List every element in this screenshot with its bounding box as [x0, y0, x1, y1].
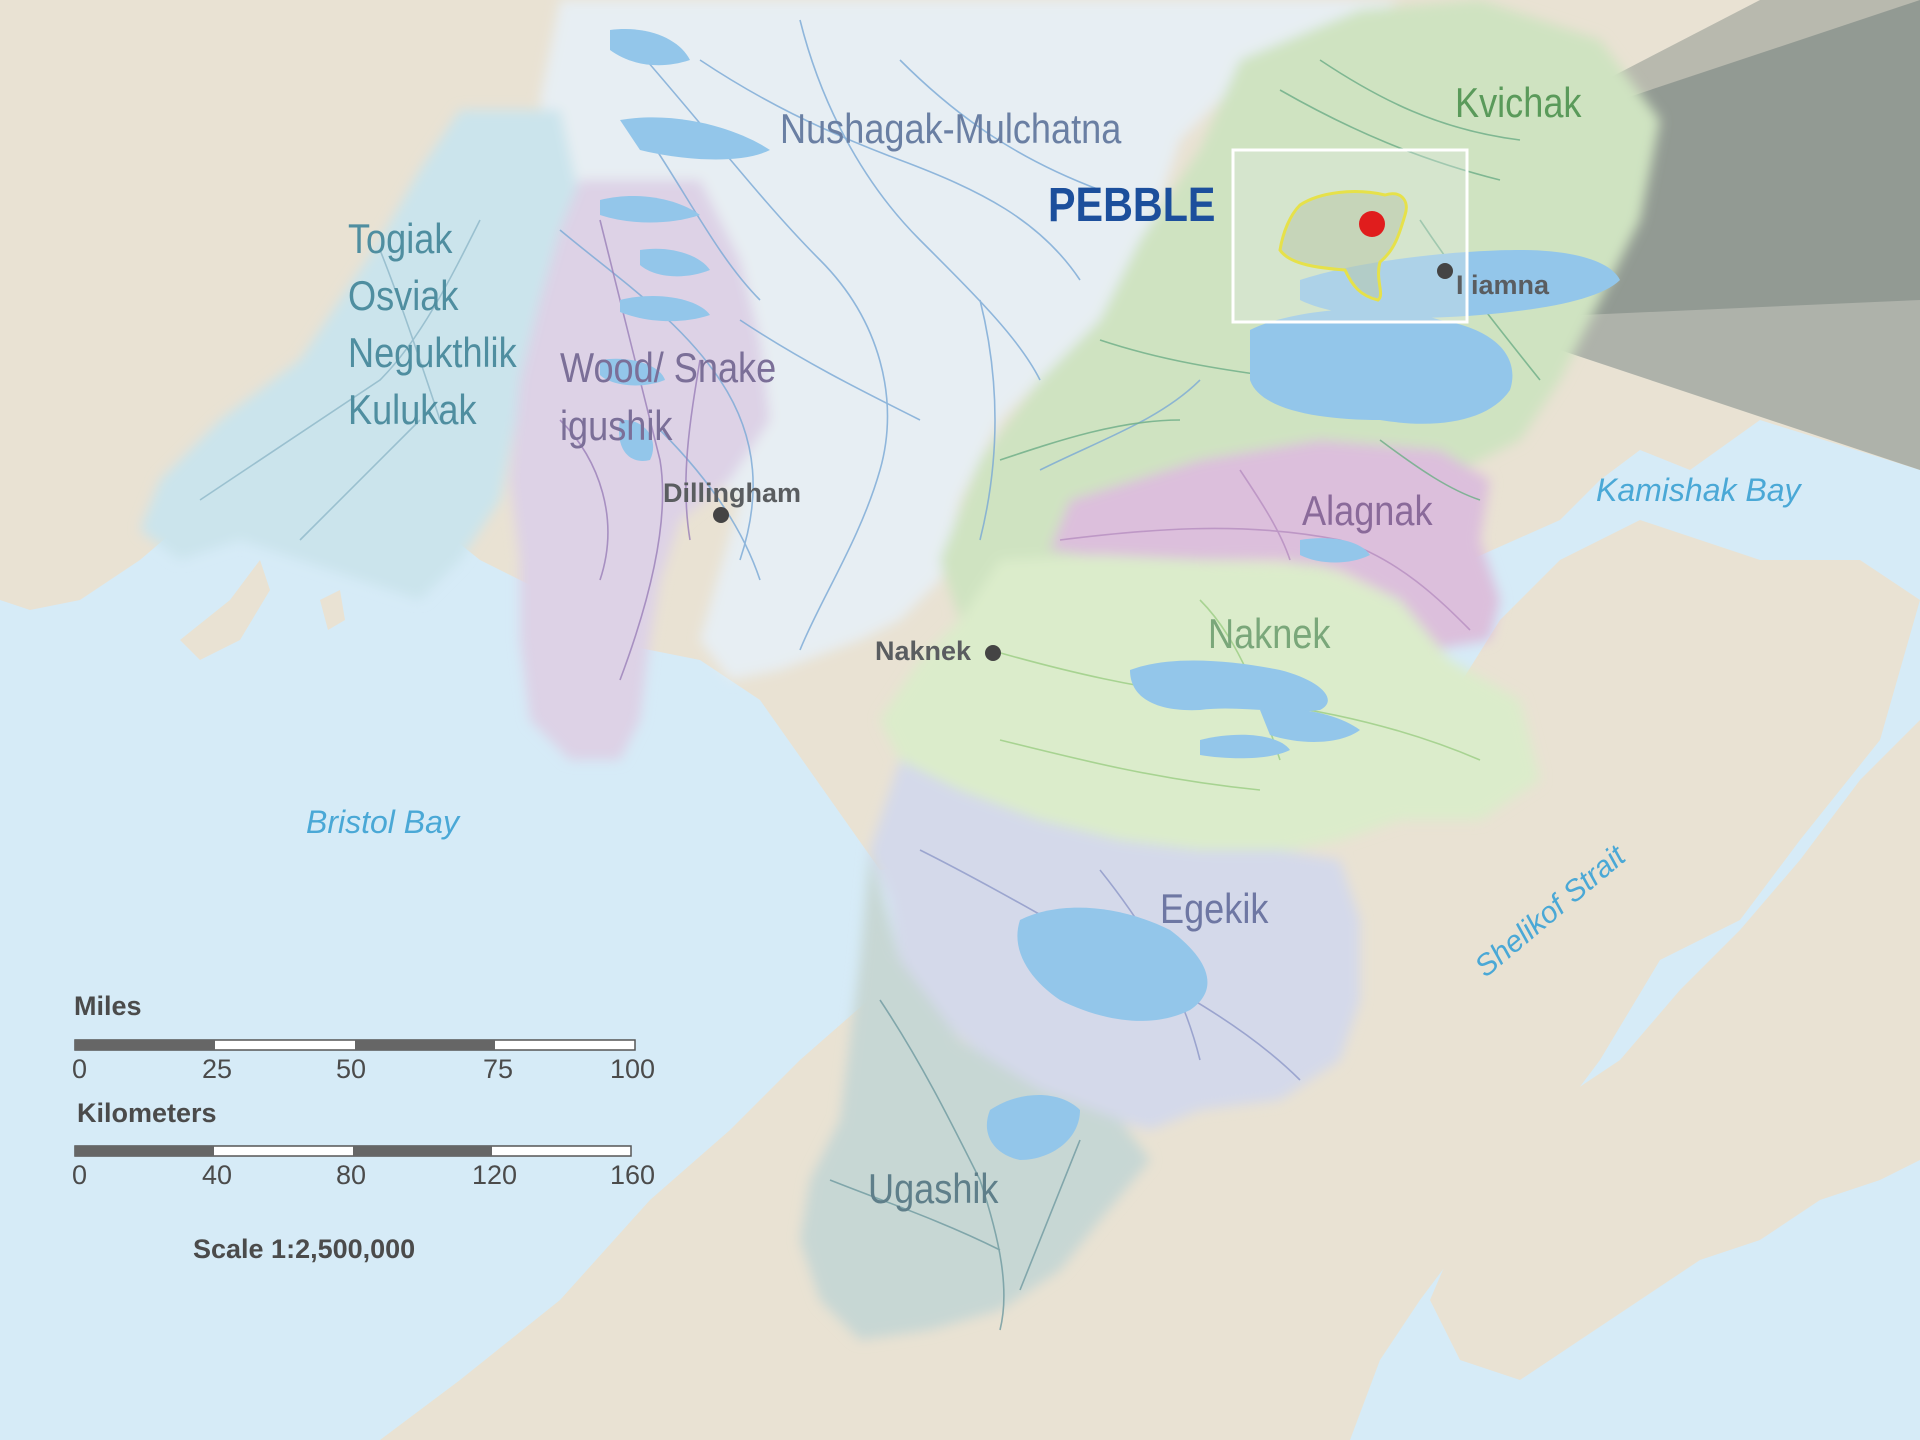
naknek-town-label: Naknek: [875, 636, 972, 666]
pebble-deposit-marker: [1359, 211, 1385, 237]
lake-iliamna: [1250, 309, 1513, 424]
lake-alagnak: [1300, 538, 1370, 563]
scale-ratio-label: Scale 1:2,500,000: [193, 1234, 416, 1264]
miles-tick-75: 75: [483, 1054, 514, 1084]
lake-tikchik: [610, 29, 690, 66]
miles-tick-50: 50: [336, 1054, 367, 1084]
kilometers-scale-bar: [74, 1145, 632, 1157]
alagnak-basin: [1050, 440, 1500, 650]
lakes: [600, 29, 1620, 1160]
lake-chauekuktuli: [600, 195, 700, 223]
lake-becharof: [1017, 907, 1208, 1021]
bristol-bay-label: Bristol Bay: [306, 804, 459, 840]
egegik-label: Egekik: [1160, 885, 1269, 932]
ugashik-rivers: [829, 999, 1081, 1331]
ugashik-label: Ugashik: [868, 1165, 999, 1212]
lake-naknek: [1130, 660, 1328, 712]
nushagak-mulchatna-basin: [540, 0, 1400, 680]
miles-scale-bar: [74, 1039, 636, 1051]
osviak-label: Osviak: [348, 272, 459, 319]
naknek-basin-label: Naknek: [1208, 610, 1331, 657]
ugashik-basin: [800, 850, 1150, 1340]
dillingham-label: Dillingham: [663, 478, 802, 508]
alagnak-label: Alagnak: [1302, 487, 1433, 534]
wood-tikchik-basin: [510, 180, 770, 760]
igushik-label: igushik: [560, 402, 673, 449]
kulukak-label: Kulukak: [348, 386, 477, 433]
km-tick-80: 80: [336, 1160, 367, 1190]
alagnak-rivers: [1059, 469, 1471, 631]
western-cape-land: [0, 0, 120, 420]
lake-wood-3: [600, 358, 665, 386]
togiak-label: Togiak: [348, 215, 453, 262]
negukthlik-label: Negukthlik: [348, 329, 517, 376]
kvichak-basin: [940, 0, 1660, 620]
wood-snake-label: Wood/ Snake: [560, 344, 777, 391]
miles-tick-0: 0: [72, 1054, 88, 1084]
km-tick-40: 40: [202, 1160, 233, 1190]
lake-ugashik: [986, 1095, 1080, 1160]
km-tick-120: 120: [472, 1160, 518, 1190]
iliamna-dot: [1437, 263, 1453, 279]
lake-naknek-2: [1260, 708, 1360, 742]
km-tick-0: 0: [72, 1160, 88, 1190]
lake-wood-1: [640, 248, 710, 277]
dillingham-dot: [713, 507, 729, 523]
togiak-rivers: [199, 219, 481, 541]
iliamna-label: I iamna: [1456, 270, 1550, 300]
naknek-dot: [985, 645, 1001, 661]
lake-nuyakuk: [620, 117, 770, 160]
kilometers-scale-title: Kilometers: [77, 1098, 217, 1128]
nushagak-mulchatna-label: Nushagak-Mulchatna: [780, 105, 1122, 152]
lake-wood-2: [620, 295, 710, 322]
lake-brooks: [1200, 734, 1290, 759]
kamishak-bay-label: Kamishak Bay: [1596, 472, 1801, 508]
pebble-title: PEBBLE: [1048, 179, 1216, 232]
islet-land: [320, 590, 345, 630]
lake-wood-4: [619, 419, 654, 461]
miles-tick-100: 100: [610, 1054, 656, 1084]
togiak-basin: [140, 110, 580, 600]
small-island-land: [180, 560, 270, 660]
kodiak-island-land: [1430, 720, 1920, 1380]
wood-rivers: [559, 219, 701, 681]
miles-scale-title: Miles: [74, 991, 142, 1021]
kvichak-label: Kvichak: [1455, 79, 1582, 126]
km-tick-160: 160: [610, 1160, 656, 1190]
miles-tick-25: 25: [202, 1054, 233, 1084]
